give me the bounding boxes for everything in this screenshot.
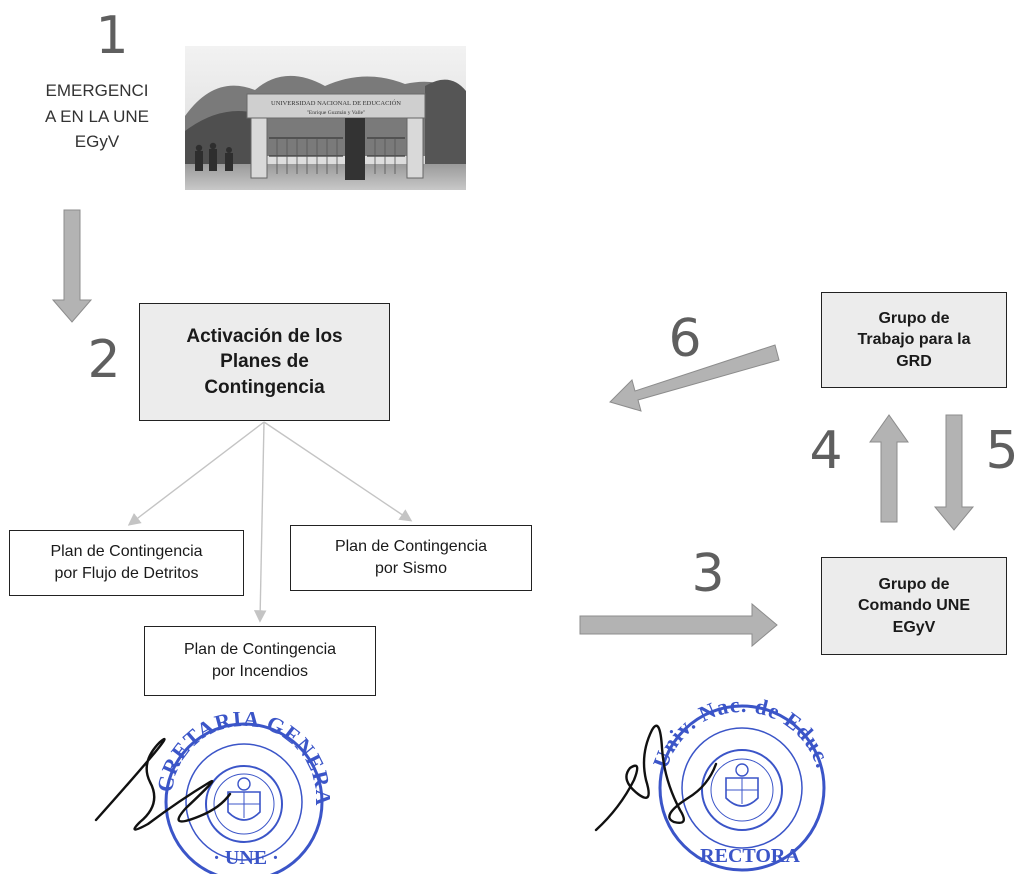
university-entrance-photo: UNIVERSIDAD NACIONAL DE EDUCACIÓN "Enriq…	[185, 46, 466, 190]
seal-right-bottom-text: RECTORA	[700, 845, 800, 867]
photo-sign-subtext: "Enrique Guzmán y Valle"	[307, 110, 366, 116]
seal-secretaria-general: SECRETARIA GENERAL · UNE ·	[82, 692, 335, 879]
grupo-comando-box: Grupo de Comando UNE EGyV	[821, 557, 1007, 655]
plan-flujo-detritos-box: Plan de Contingencia por Flujo de Detrit…	[9, 530, 244, 596]
plan-incendios-box: Plan de Contingencia por Incendios	[144, 626, 376, 696]
seal-left-outer-text: SECRETARIA GENERAL	[82, 692, 335, 806]
seal-rectora: Univ. Nac. de Educ. RECTORA	[590, 690, 835, 872]
photo-sign-text: UNIVERSIDAD NACIONAL DE EDUCACIÓN	[271, 99, 401, 107]
step-number-1: 1	[95, 6, 129, 66]
arrow-step-1-to-2	[51, 209, 93, 323]
step-number-2: 2	[87, 330, 121, 390]
grupo-trabajo-grd-box: Grupo de Trabajo para la GRD	[821, 292, 1007, 388]
signature-right	[594, 724, 718, 832]
signature-left	[94, 737, 232, 831]
step-number-4: 4	[809, 421, 843, 481]
arrow-step-6	[609, 344, 780, 412]
step-number-5: 5	[985, 421, 1019, 481]
arrow-step-4	[869, 414, 909, 523]
plan-sismo-box: Plan de Contingencia por Sismo	[290, 525, 532, 591]
connector-to-sismo	[263, 421, 413, 522]
seal-left-bottom-text: · UNE ·	[213, 847, 279, 869]
activation-box: Activación de los Planes de Contingencia	[139, 303, 390, 421]
connector-to-incendios	[253, 421, 267, 623]
step-number-3: 3	[691, 544, 725, 604]
step-number-6: 6	[668, 309, 702, 369]
svg-text:SECRETARIA GENERAL: SECRETARIA GENERAL	[90, 712, 330, 806]
arrow-step-5	[933, 414, 975, 531]
arrow-step-3	[579, 602, 778, 648]
connector-to-flujo	[127, 421, 265, 526]
emergency-label: EMERGENCI A EN LA UNE EGyV	[45, 81, 149, 151]
